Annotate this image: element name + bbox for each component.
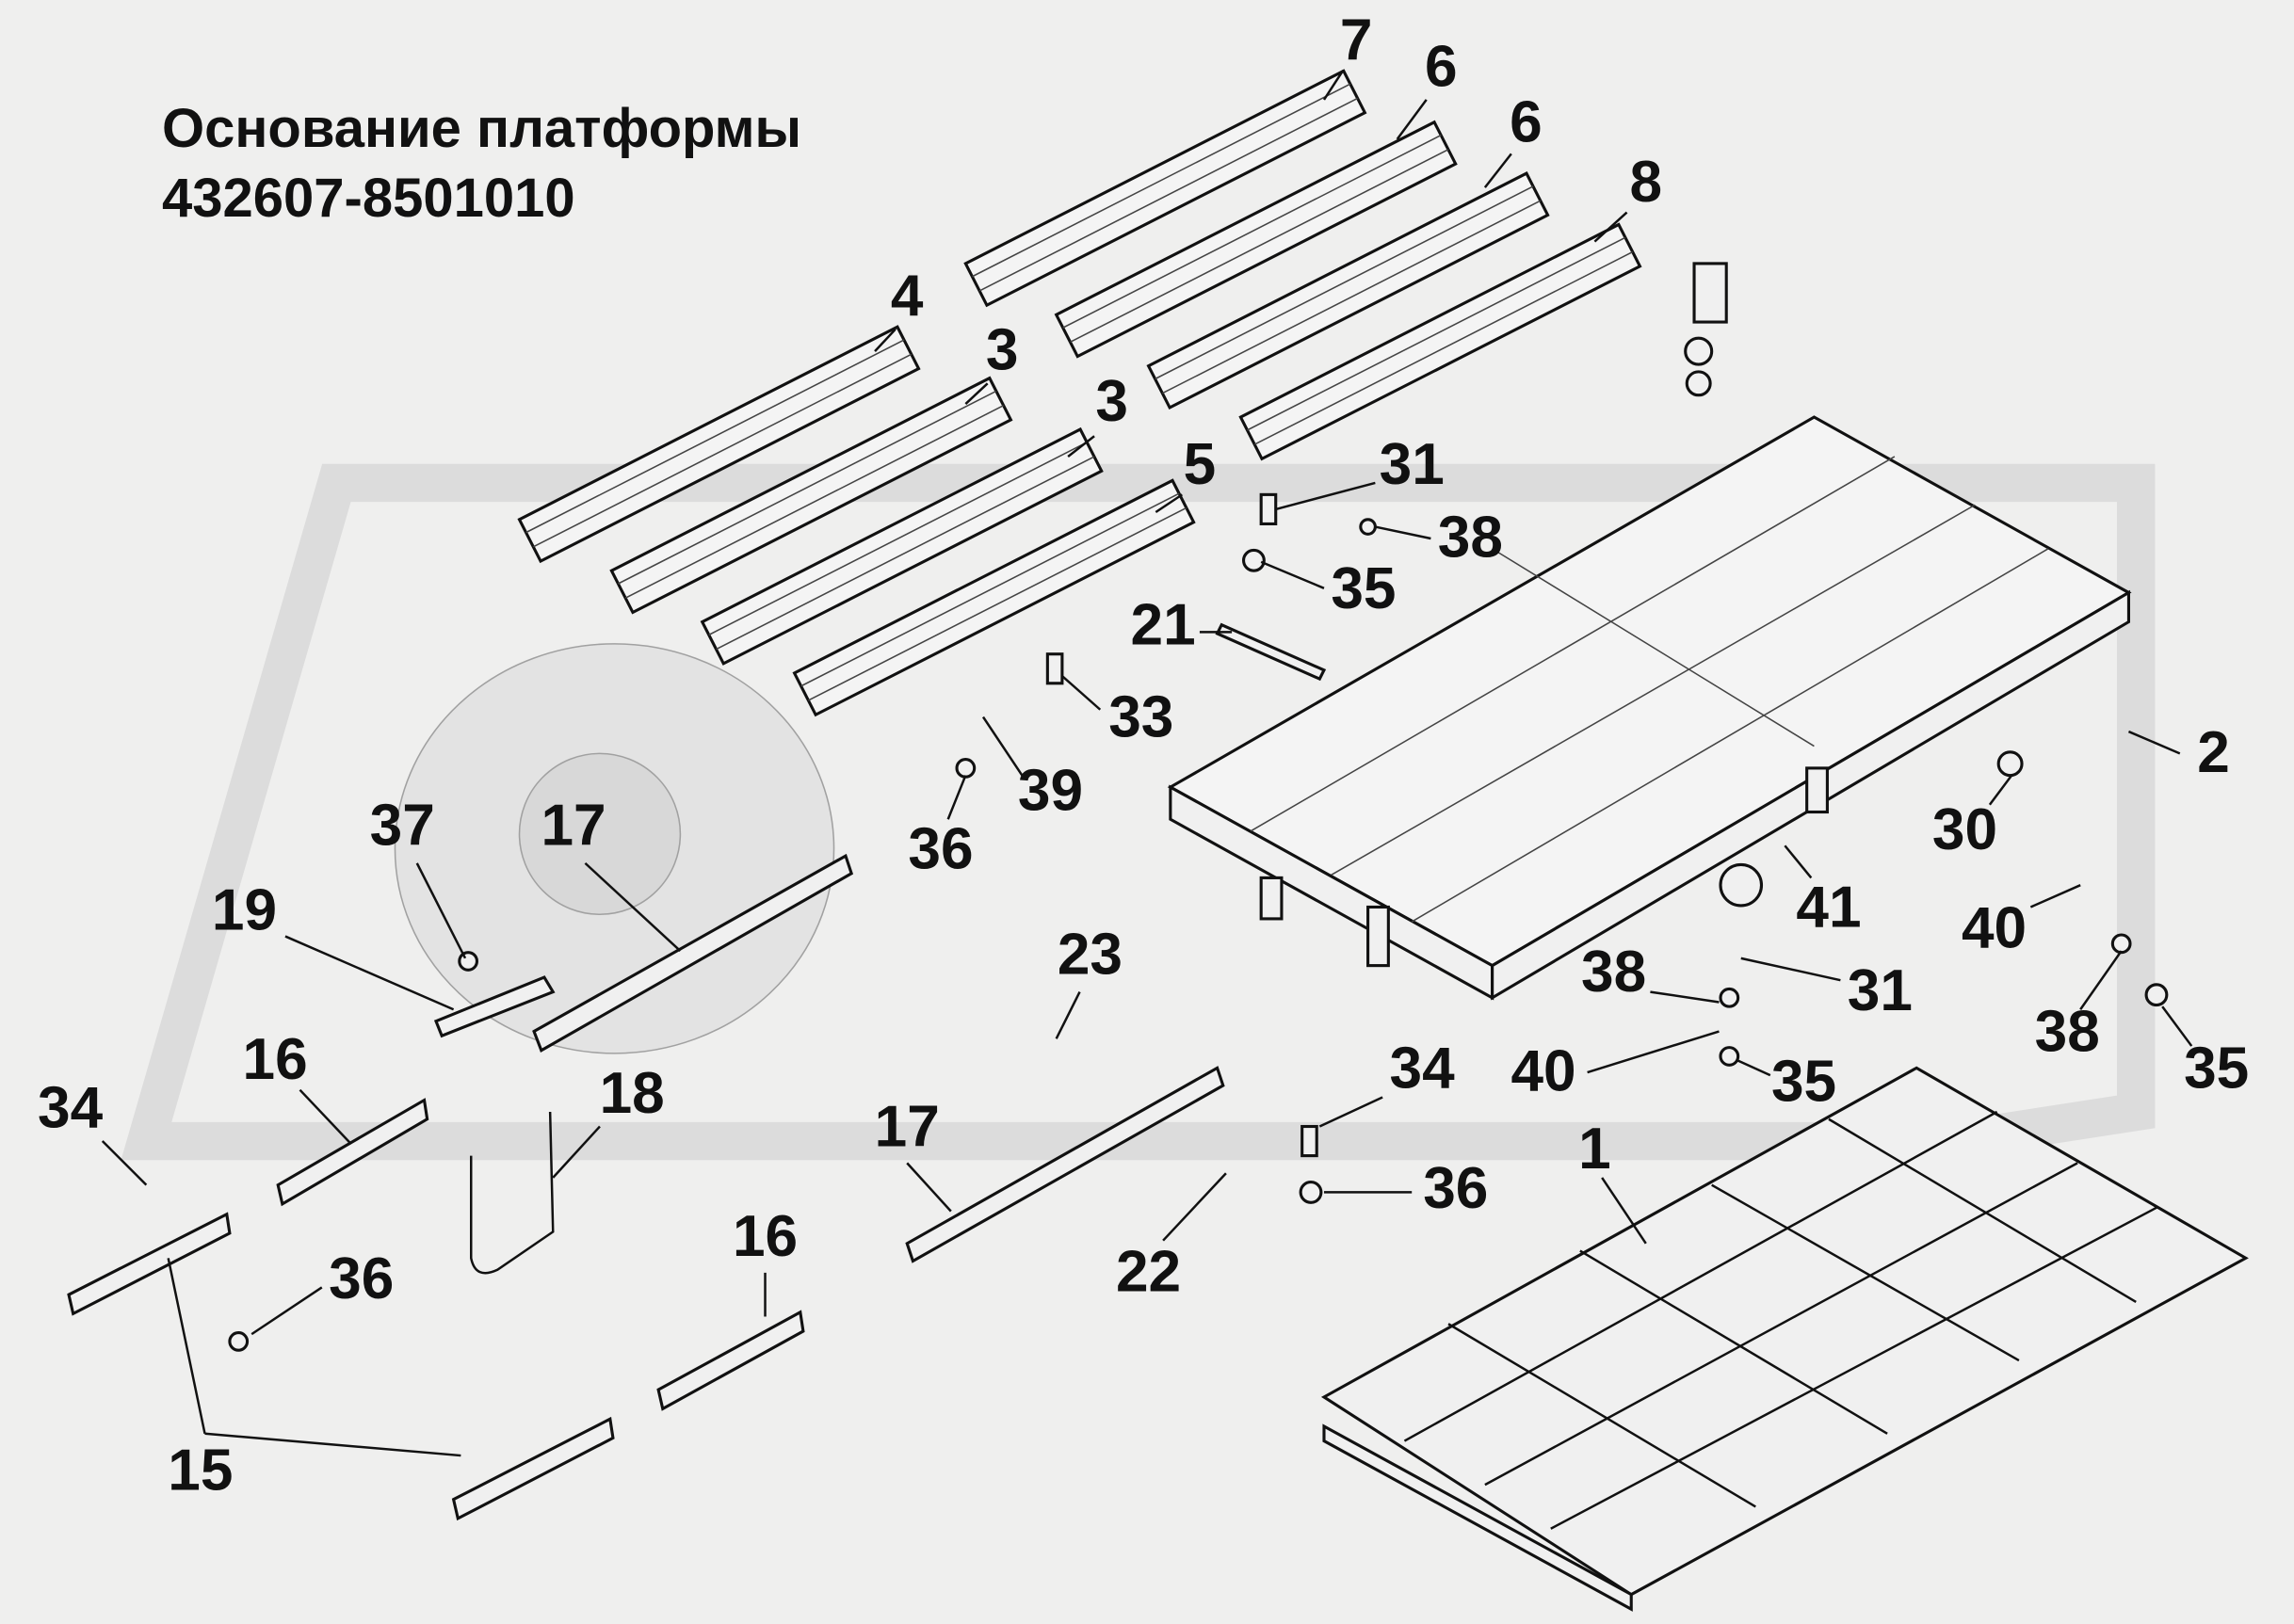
callout-labels: 7 6 6 8 4 3 3 5 31 38 35 21 33 39 36 37 …: [38, 8, 2249, 1503]
callout-8: 8: [1629, 150, 1662, 215]
callout-34: 34: [1390, 1036, 1456, 1101]
floor-boards-upper: [963, 69, 1642, 461]
callout-7: 7: [1340, 8, 1373, 72]
callout-18: 18: [600, 1061, 665, 1126]
title-name: Основание платформы: [162, 98, 802, 159]
callout-41: 41: [1796, 876, 1861, 941]
callout-30: 30: [1932, 797, 1997, 862]
callout-36: 36: [329, 1246, 394, 1311]
callout-36: 36: [1423, 1156, 1488, 1221]
floor-boards-lower: [517, 325, 1196, 717]
callout-3: 3: [986, 318, 1019, 383]
callout-3: 3: [1095, 369, 1128, 434]
callout-2: 2: [2197, 720, 2230, 785]
callout-6: 6: [1425, 34, 1458, 99]
callout-39: 39: [1018, 758, 1083, 823]
callout-35: 35: [1331, 556, 1396, 621]
callout-38: 38: [1581, 940, 1646, 1005]
callout-16: 16: [733, 1204, 798, 1269]
callout-36: 36: [908, 816, 973, 881]
callout-33: 33: [1108, 685, 1173, 750]
assembled-platform: [1167, 415, 2132, 1001]
callout-40: 40: [1510, 1039, 1575, 1104]
callout-40: 40: [1962, 895, 2027, 960]
callout-22: 22: [1116, 1239, 1181, 1304]
callout-17: 17: [541, 794, 606, 859]
title-part-number: 432607-8501010: [162, 168, 575, 229]
callout-4: 4: [891, 264, 924, 329]
callout-21: 21: [1131, 593, 1196, 658]
callout-19: 19: [212, 878, 277, 943]
callout-5: 5: [1184, 432, 1217, 497]
callout-6: 6: [1510, 89, 1543, 154]
callout-31: 31: [1380, 432, 1445, 497]
callout-15: 15: [168, 1439, 233, 1503]
platform-frame: [1320, 1066, 2249, 1612]
callout-37: 37: [370, 794, 435, 859]
callout-23: 23: [1058, 922, 1123, 987]
callout-34: 34: [38, 1075, 104, 1140]
callout-35: 35: [1771, 1049, 1836, 1114]
callout-38: 38: [1438, 506, 1503, 571]
callout-35: 35: [2184, 1036, 2249, 1101]
diagram-title: Основание платформы 432607-8501010: [162, 94, 801, 233]
callout-31: 31: [1848, 958, 1913, 1023]
leader-lines: [101, 70, 2193, 1457]
callout-1: 1: [1578, 1117, 1611, 1182]
callout-16: 16: [243, 1027, 308, 1092]
callout-38: 38: [2035, 1000, 2100, 1065]
callout-17: 17: [875, 1095, 940, 1160]
